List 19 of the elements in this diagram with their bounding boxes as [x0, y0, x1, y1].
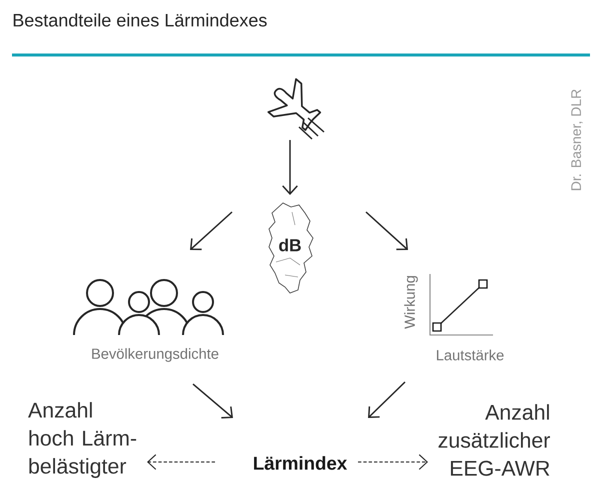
arrow: [368, 381, 406, 418]
arrow: [282, 140, 298, 195]
node-text: Lärmindex: [254, 456, 348, 470]
line-chart-drawing: [429, 274, 493, 336]
arrow: [366, 211, 408, 250]
arrow: [192, 383, 233, 418]
arrow: [190, 211, 232, 250]
axis-label: Lautstärke: [436, 350, 504, 360]
arrow: [358, 454, 428, 470]
airplane-icon: [267, 78, 325, 140]
node-text: Anzahl zusätzlicher EEG-AWR: [438, 404, 550, 476]
credit-text: Dr. Basner, DLR: [571, 89, 583, 190]
map-outline: dB: [268, 202, 314, 294]
title: Bestandteile eines Lärmindexes: [14, 13, 267, 27]
people-icon: [73, 279, 224, 336]
axis-label: Wirkung: [404, 276, 418, 329]
arrow: [147, 454, 215, 470]
node-label: Bevölkerungsdichte: [92, 348, 218, 362]
node-text: Anzahl hoch Lärm-belästigter: [28, 402, 136, 478]
